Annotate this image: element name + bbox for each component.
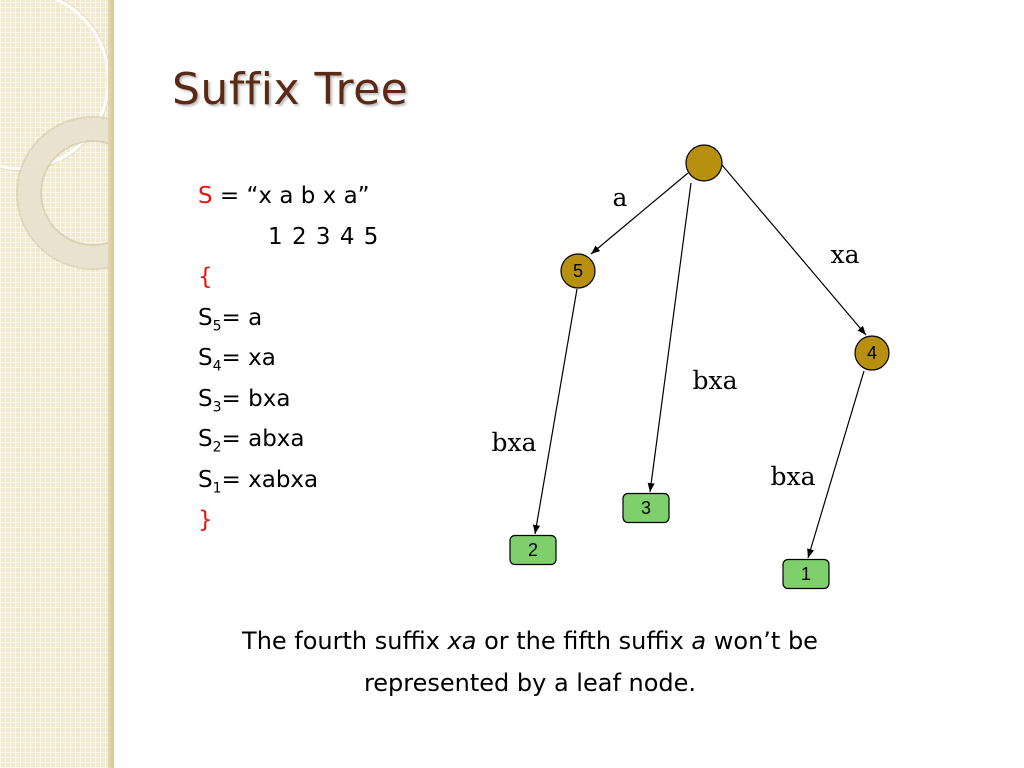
suffix-value: = a [221,304,263,331]
tree-edge-root-n5 [590,172,689,255]
caption-emphasis: a [691,627,707,655]
suffix-index: 2 [212,439,222,456]
caption-emphasis: xa [447,627,477,655]
caption-text: The fourth suffix [242,627,448,655]
caption-text: or the fifth suffix [476,627,692,655]
suffix-line: S4= xa [198,338,379,379]
internal-node-n5 [560,253,596,289]
tree-edge-n4-l1 [807,370,865,559]
suffix-value: = bxa [221,385,291,412]
edge-label: bxa [692,366,737,395]
string-definition: S = “x a b x a” [198,176,379,217]
suffix-value: = xa [221,345,276,371]
suffix-var: S [198,345,213,371]
suffix-var: S [198,466,213,493]
leaf-node-l1 [782,558,830,590]
suffix-definition: S = “x a b x a” 1 2 3 4 5 { S5= a S4= xa… [198,176,379,541]
string-value: = “x a b x a” [212,183,370,209]
suffix-line: S1= xabxa [198,460,379,501]
tree-edge-root-l3 [647,182,692,493]
node-label: 3 [641,498,651,518]
suffix-line: S5= a [198,298,379,339]
edge-label: xa [830,240,859,269]
decorative-side-panel [0,0,112,768]
node-label: 1 [801,564,811,584]
suffix-var: S [198,426,213,452]
slide-caption: The fourth suffix xa or the fifth suffix… [170,620,890,704]
open-brace: { [198,264,213,290]
edge-label: bxa [770,462,815,491]
suffix-var: S [198,304,213,331]
suffix-index: 4 [212,358,222,375]
edge-label: bxa [491,428,536,457]
suffix-index: 5 [212,318,222,335]
string-variable: S [198,183,213,209]
internal-node-n4 [854,335,890,371]
leaf-node-l3 [622,492,670,524]
node-label: 4 [867,343,877,363]
suffix-var: S [198,385,213,412]
internal-node-root [685,144,723,182]
tree-edge-n5-l2 [532,288,578,535]
caption-text: won’t be [706,627,818,655]
position-indexes: 1 2 3 4 5 [268,223,380,250]
slide-title: Suffix Tree [172,64,409,115]
node-label: 2 [528,540,538,560]
leaf-node-l2 [509,534,557,566]
caption-line-2: represented by a leaf node. [363,669,697,697]
side-panel-edge [108,0,114,768]
caption-line-1: The fourth suffix xa or the fifth suffix… [170,620,890,662]
tree-edge-root-n4 [721,164,867,336]
suffix-index: 1 [212,480,222,497]
suffix-line: S3= bxa [198,379,379,420]
suffix-line: S2= abxa [198,419,379,460]
node-label: 5 [573,261,583,281]
close-brace: } [198,507,213,533]
suffix-index: 3 [212,399,222,416]
suffix-value: = xabxa [221,466,319,493]
suffix-value: = abxa [221,426,305,452]
edge-label: a [613,183,628,212]
